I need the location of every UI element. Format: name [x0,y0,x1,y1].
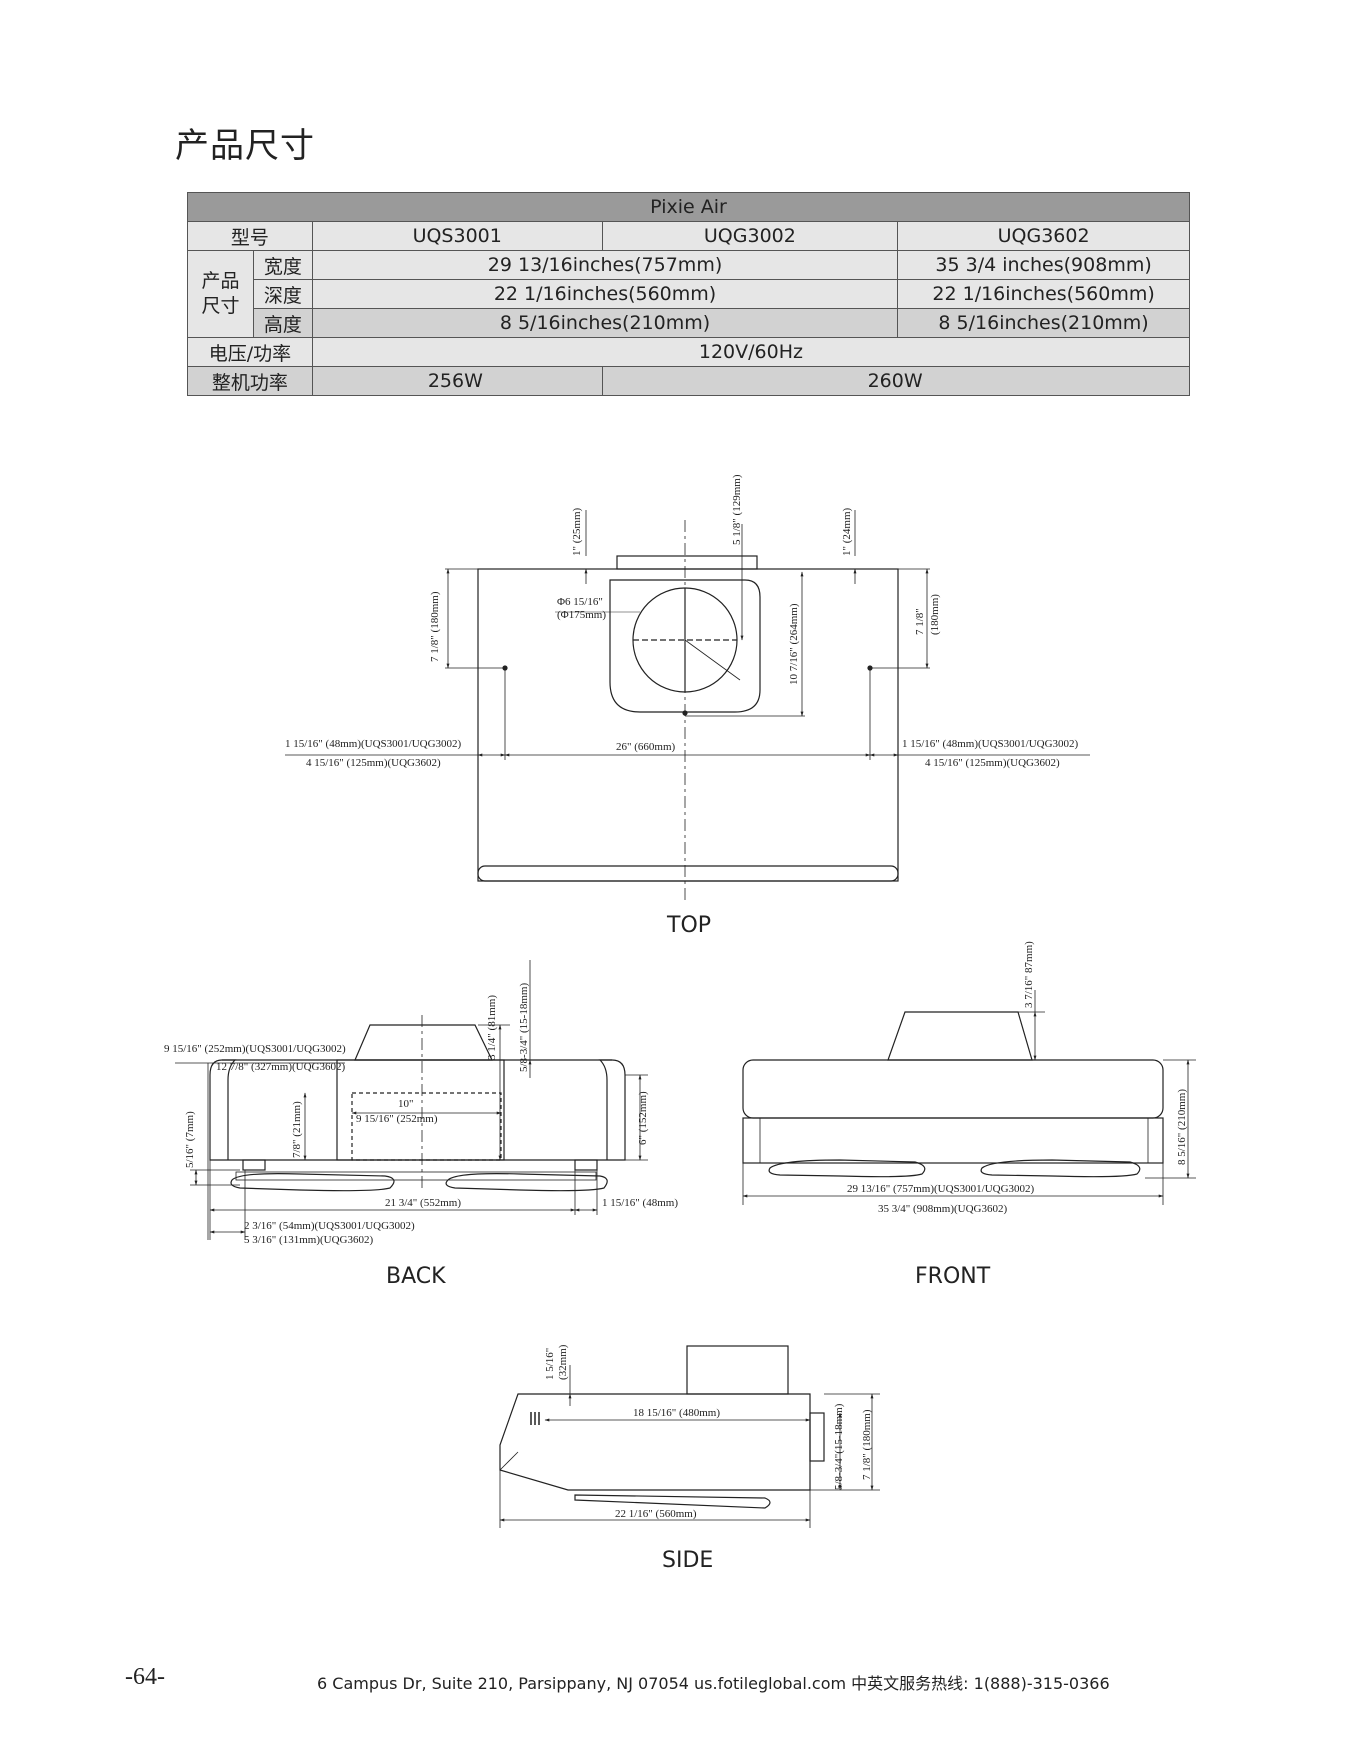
side-dim-3: 5/8-3/4"(15-18mm) [833,1403,845,1490]
side-view-label: SIDE [662,1548,714,1573]
side-dim-2: 18 15/16" (480mm) [633,1407,720,1419]
model-cell: UQG3002 [601,221,899,251]
top-dim-1: 1" (25mm) [571,507,583,556]
dims-group-label: 产品尺寸 [187,250,254,338]
back-dim-10: 21 3/4" (552mm) [385,1197,461,1209]
side-dim-5: 22 1/16" (560mm) [615,1508,697,1520]
side-dim-1: 1 5/16" [544,1348,556,1380]
power-label: 整机功率 [187,366,313,396]
back-dim-3: 3 1/4" (81mm) [486,995,498,1060]
side-view-drawing [499,1345,880,1528]
top-dim-5b: (Φ175mm) [557,609,606,621]
front-dim-4: 35 3/4" (908mm)(UQG3602) [878,1203,1007,1215]
top-dim-4: 7 1/8" (180mm) [429,591,441,662]
page-number: -64- [125,1664,165,1690]
back-dim-13: 5 3/16" (131mm)(UQG3602) [244,1234,373,1246]
front-view-label: FRONT [915,1264,991,1289]
back-dim-5: 10" [398,1098,414,1110]
top-view-drawing [285,510,1090,900]
width-value: 35 3/4 inches(908mm) [897,250,1190,280]
side-dim-4: 7 1/8" (180mm) [861,1409,873,1480]
top-dim-8: 1 15/16" (48mm)(UQS3001/UQG3002) [285,738,462,750]
front-dim-3: 29 13/16" (757mm)(UQS3001/UQG3002) [847,1183,1035,1195]
back-view-drawing [175,960,648,1240]
top-dim-5: Φ6 15/16" [557,596,603,608]
back-dim-1: 9 15/16" (252mm)(UQS3001/UQG3002) [164,1043,346,1055]
top-view-label: TOP [667,913,712,938]
page-title: 产品尺寸 [175,126,315,166]
top-dim-12: 4 15/16" (125mm)(UQG3602) [925,757,1060,769]
top-dim-7: 7 1/8" [914,608,926,635]
top-dim-10: 26" (660mm) [616,741,676,753]
back-dim-9: 5/16" (7mm) [184,1111,196,1168]
top-dim-11: 1 15/16" (48mm)(UQS3001/UQG3002) [902,738,1079,750]
front-view-drawing [742,990,1196,1205]
power-value: 260W [601,366,1191,396]
table-header: Pixie Air [187,192,1190,222]
back-dim-8: 6" (152mm) [637,1091,649,1145]
model-label: 型号 [187,221,313,251]
power-value: 256W [311,366,603,396]
spec-table: Pixie Air 型号 UQS3001 UQG3002 UQG3602 产品尺… [187,192,1191,396]
back-dim-7: 7/8" (21mm) [291,1101,303,1158]
front-dim-1: 3 7/16" 87mm) [1023,941,1035,1008]
back-dim-11: 1 15/16" (48mm) [602,1197,678,1209]
depth-label: 深度 [252,279,313,309]
back-dim-2: 12 7/8" (327mm)(UQG3602) [216,1061,345,1073]
width-value: 29 13/16inches(757mm) [311,250,899,280]
top-dim-3: 1" (24mm) [841,507,853,556]
footer-contact: 6 Campus Dr, Suite 210, Parsippany, NJ 0… [317,1674,1110,1693]
top-dim-6: 10 7/16" (264mm) [788,603,800,685]
back-dim-6: 9 15/16" (252mm) [356,1113,438,1125]
side-dim-1b: (32mm) [557,1344,569,1380]
top-dim-2: 5 1/8" (129mm) [731,474,743,545]
top-dim-7b: (180mm) [929,594,941,635]
back-dim-12: 2 3/16" (54mm)(UQS3001/UQG3002) [244,1220,415,1232]
front-dim-2: 8 5/16" (210mm) [1176,1089,1188,1165]
height-value: 8 5/16inches(210mm) [311,308,899,338]
back-view-label: BACK [386,1264,446,1289]
depth-value: 22 1/16inches(560mm) [311,279,899,309]
height-label: 高度 [252,308,313,338]
model-cell: UQG3602 [897,221,1190,251]
back-dim-4: 5/8-3/4" (15-18mm) [518,983,530,1072]
top-dim-9: 4 15/16" (125mm)(UQG3602) [306,757,441,769]
